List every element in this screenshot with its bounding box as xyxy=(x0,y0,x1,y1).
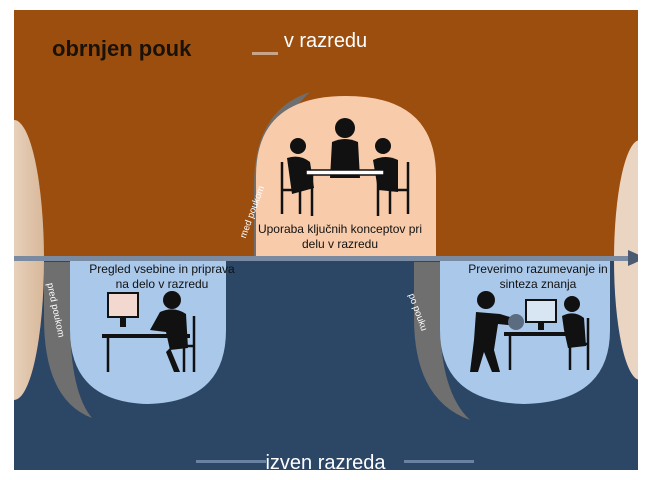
before-class-description: Pregled vsebine in priprava na delo v ra… xyxy=(89,262,235,291)
decor-dash-bottom-right xyxy=(404,460,474,463)
diagram-title: obrnjen pouk xyxy=(52,36,192,61)
during-class-description: Uporaba ključnih konceptov pri delu v ra… xyxy=(257,222,423,251)
arc-before xyxy=(44,262,92,418)
arc-after xyxy=(414,262,470,420)
in-class-label: v razredu xyxy=(283,30,368,52)
out-of-class-label: izven razreda xyxy=(265,452,386,474)
timeline-axis xyxy=(14,256,628,261)
group-at-table-icon xyxy=(280,118,410,216)
decor-dash-bottom-left xyxy=(196,460,266,463)
decor-dash-top xyxy=(252,52,278,55)
person-at-computer-icon xyxy=(102,291,196,372)
after-class-description: Preverimo razumevanje in sinteza znanja xyxy=(468,262,608,291)
timeline-arrow-head xyxy=(628,250,638,266)
discussion-at-computer-icon xyxy=(470,291,590,372)
